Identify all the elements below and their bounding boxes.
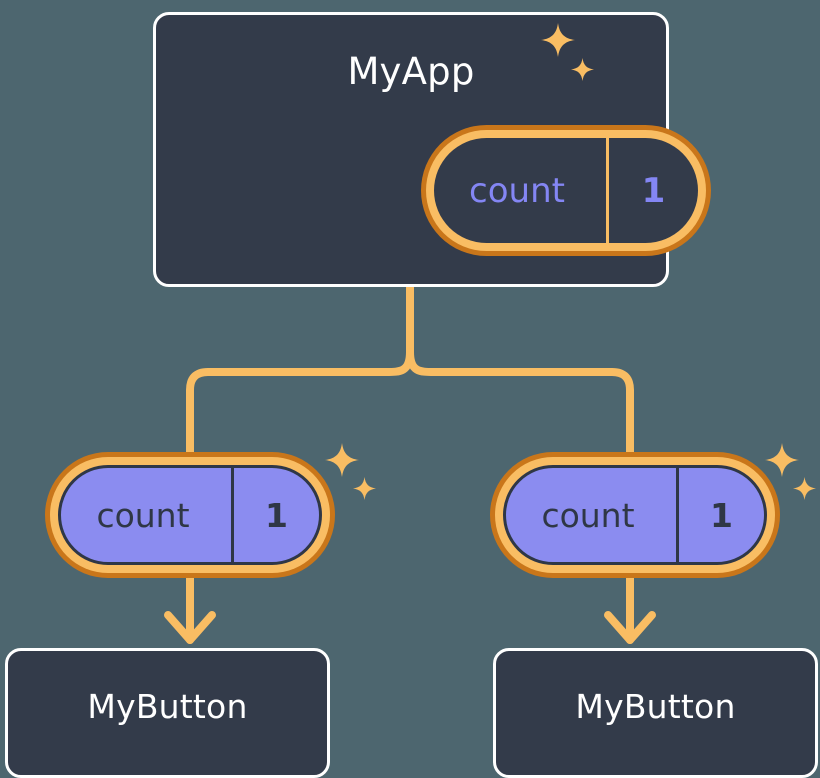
state-pill-ring: count 1: [50, 457, 330, 573]
arrow-down-icon: [604, 611, 656, 644]
component-title: MyButton: [87, 687, 248, 726]
state-pill-body: count 1: [503, 465, 767, 565]
component-card-mybutton-left[interactable]: MyButton: [5, 648, 330, 778]
component-title: MyButton: [575, 687, 736, 726]
state-pill-root[interactable]: count 1: [421, 125, 711, 256]
state-key: count: [96, 495, 190, 535]
component-card-mybutton-right[interactable]: MyButton: [493, 648, 818, 778]
page-title: MyApp: [347, 50, 475, 93]
component-card-myapp[interactable]: MyApp count 1: [153, 12, 711, 287]
state-value: 1: [231, 468, 319, 562]
state-pill-body: count 1: [58, 465, 322, 565]
sparkle-icon: [541, 23, 575, 57]
sparkle-icon: [325, 443, 359, 477]
connector-branch-right: [406, 348, 634, 456]
state-pill-ring: count 1: [426, 130, 706, 251]
sparkle-icon: [765, 443, 799, 477]
state-pill-body: count 1: [434, 138, 698, 243]
sparkle-icon: [793, 477, 816, 500]
state-pill-branch-left[interactable]: count 1: [45, 452, 335, 578]
state-pill-ring: count 1: [495, 457, 775, 573]
state-key: count: [541, 495, 635, 535]
state-value: 1: [606, 138, 698, 243]
state-key: count: [469, 170, 565, 211]
state-pill-branch-right[interactable]: count 1: [490, 452, 780, 578]
sparkle-icon: [571, 58, 594, 81]
sparkle-icon: [353, 477, 376, 500]
state-value: 1: [676, 468, 764, 562]
arrow-down-icon: [164, 611, 216, 644]
connector-branch-left: [186, 348, 414, 456]
